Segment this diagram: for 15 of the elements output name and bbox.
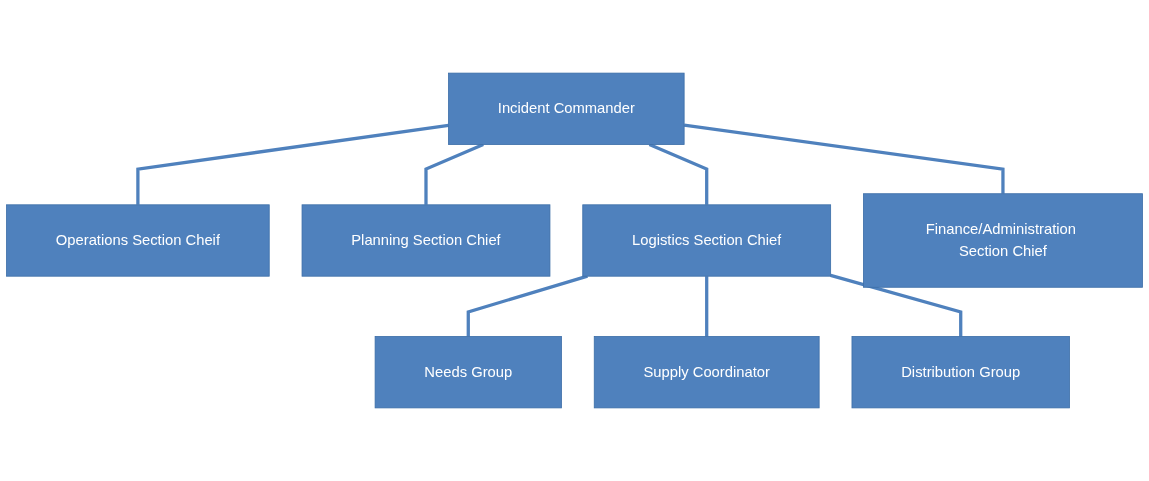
connector xyxy=(466,274,588,337)
node-box: Incident Commander xyxy=(448,72,685,145)
node-box: Distribution Group xyxy=(851,336,1070,409)
connector xyxy=(648,143,709,205)
node-box: Operations Section Cheif xyxy=(6,204,270,277)
connector xyxy=(136,123,449,205)
connector xyxy=(683,123,1005,194)
node-box: Supply Coordinator xyxy=(593,336,820,409)
node-box: Planning Section Chief xyxy=(301,204,551,277)
node-box: Finance/Administration Section Chief xyxy=(863,193,1143,288)
connector xyxy=(830,273,963,337)
node-box: Needs Group xyxy=(374,336,562,409)
connector xyxy=(424,143,484,205)
node-box: Logistics Section Chief xyxy=(582,204,832,277)
connector xyxy=(705,276,709,337)
